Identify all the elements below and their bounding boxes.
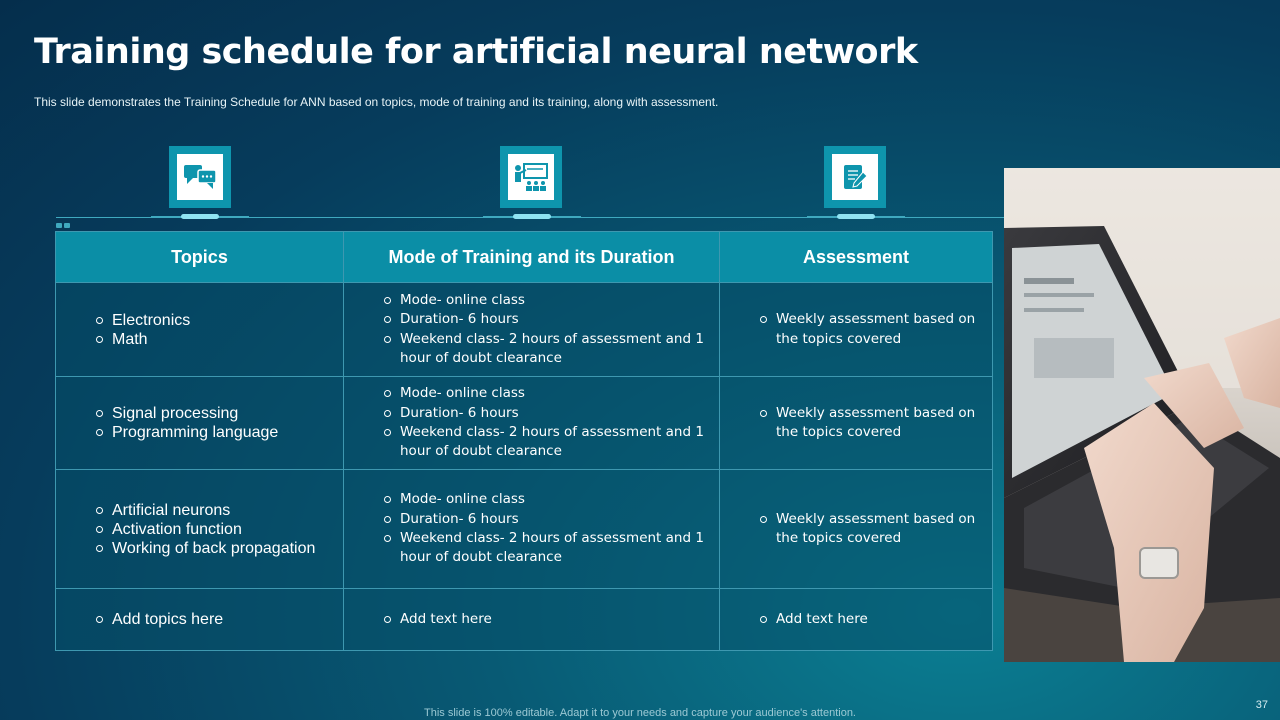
footer-note: This slide is 100% editable. Adapt it to… [424,707,856,719]
timeline-marker-1 [181,214,219,219]
list-item: Electronics [94,311,342,330]
topics-cell: Electronics Math [55,282,344,377]
list-item: Duration- 6 hours [382,510,718,529]
list-item: Mode- online class [382,490,718,509]
topics-cell: Artificial neurons Activation function W… [55,469,344,589]
assessment-cell: Weekly assessment based on the topics co… [719,469,993,589]
table-row: Add topics here Add text here Add text h… [55,588,993,651]
assessment-icon-box [824,146,886,208]
header-assessment: Assessment [719,231,993,283]
list-item: Artificial neurons [94,501,342,520]
timeline-start-marker [56,215,72,233]
list-item: Duration- 6 hours [382,404,718,423]
header-mode-duration: Mode of Training and its Duration [343,231,720,283]
list-item: Weekend class- 2 hours of assessment and… [382,330,718,369]
list-item: Mode- online class [382,384,718,403]
list-item: Add topics here [94,610,342,629]
topics-icon-box [169,146,231,208]
list-item: Weekend class- 2 hours of assessment and… [382,529,718,568]
table-row: Signal processing Programming language M… [55,376,993,470]
topics-cell: Signal processing Programming language [55,376,344,470]
presentation-board-icon [515,163,548,191]
list-item: Weekend class- 2 hours of assessment and… [382,423,718,462]
topics-cell: Add topics here [55,588,344,651]
mode-cell: Mode- online class Duration- 6 hours Wee… [343,376,720,470]
list-item: Working of back propagation [94,539,342,558]
slide-title: Training schedule for artificial neural … [34,32,918,72]
list-item: Add text here [758,610,991,629]
mode-cell: Add text here [343,588,720,651]
list-item: Weekly assessment based on the topics co… [758,510,991,549]
assessment-cell: Weekly assessment based on the topics co… [719,282,993,377]
list-item: Programming language [94,423,342,442]
list-item: Signal processing [94,404,342,423]
list-item: Math [94,330,342,349]
training-icon-box [500,146,562,208]
assessment-cell: Add text here [719,588,993,651]
page-number: 37 [1255,699,1268,711]
table-header-row: Topics Mode of Training and its Duration… [55,231,993,283]
mode-cell: Mode- online class Duration- 6 hours Wee… [343,282,720,377]
list-item: Duration- 6 hours [382,310,718,329]
list-item: Weekly assessment based on the topics co… [758,404,991,443]
chat-bubbles-icon [184,165,217,189]
list-item: Add text here [382,610,718,629]
training-schedule-table: Topics Mode of Training and its Duration… [55,231,993,651]
notepad-pen-icon [844,165,868,189]
laptop-typing-photo [1004,168,1280,662]
list-item: Mode- online class [382,291,718,310]
assessment-cell: Weekly assessment based on the topics co… [719,376,993,470]
list-item: Activation function [94,520,342,539]
table-row: Electronics Math Mode- online class Dura… [55,282,993,377]
list-item: Weekly assessment based on the topics co… [758,310,991,349]
timeline-marker-2 [513,214,551,219]
table-row: Artificial neurons Activation function W… [55,469,993,589]
timeline-marker-3 [837,214,875,219]
slide-subtitle: This slide demonstrates the Training Sch… [34,95,719,109]
mode-cell: Mode- online class Duration- 6 hours Wee… [343,469,720,589]
header-topics: Topics [55,231,344,283]
